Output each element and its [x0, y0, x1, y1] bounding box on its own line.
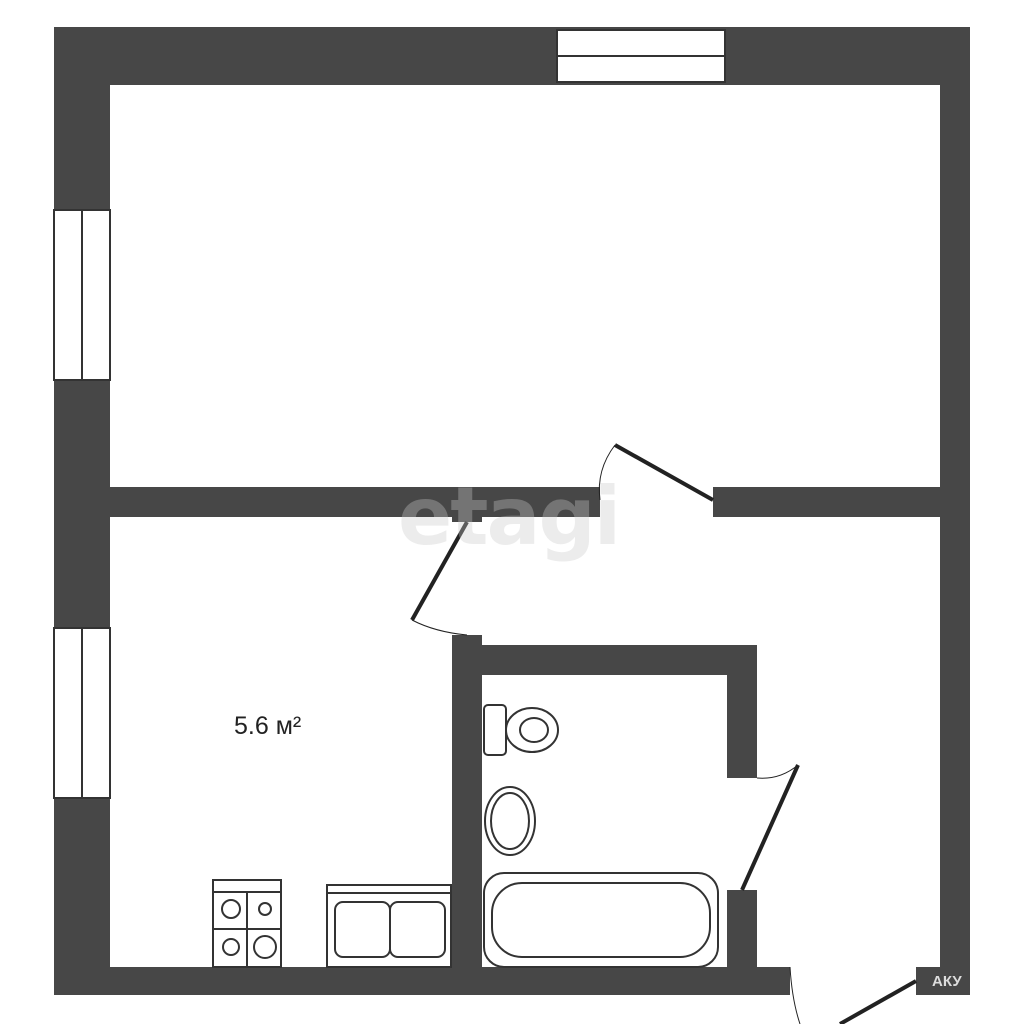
wall-bath-top	[452, 645, 757, 675]
watermark: etagi	[398, 470, 621, 563]
wall-bath-right-lower	[727, 890, 757, 967]
toilet-icon	[483, 704, 559, 756]
wall-middle-left	[110, 487, 600, 517]
wall-middle-right	[713, 487, 940, 517]
door-bath	[740, 764, 800, 891]
door-kitchen	[410, 521, 469, 621]
stove-icon	[212, 879, 282, 968]
wall-right	[940, 27, 970, 995]
sink-icon	[326, 884, 452, 968]
wall-left	[54, 27, 110, 995]
wall-stub	[452, 487, 482, 522]
bathtub-icon	[483, 872, 719, 968]
wall-bottom	[54, 967, 790, 995]
washbasin-icon	[484, 786, 536, 856]
windows	[53, 29, 726, 799]
door-entrance	[839, 979, 917, 1024]
fixtures	[212, 704, 719, 968]
wall-bath-right-upper	[727, 645, 757, 778]
corner-watermark: АКУ	[932, 973, 962, 990]
doors	[410, 443, 917, 1024]
wall-top	[54, 27, 970, 85]
wall-bath-left	[452, 635, 482, 967]
room-area-label: 5.6 м²	[234, 712, 302, 740]
door-room	[614, 443, 714, 502]
walls	[54, 27, 970, 995]
wall-bottom-right	[916, 967, 970, 995]
